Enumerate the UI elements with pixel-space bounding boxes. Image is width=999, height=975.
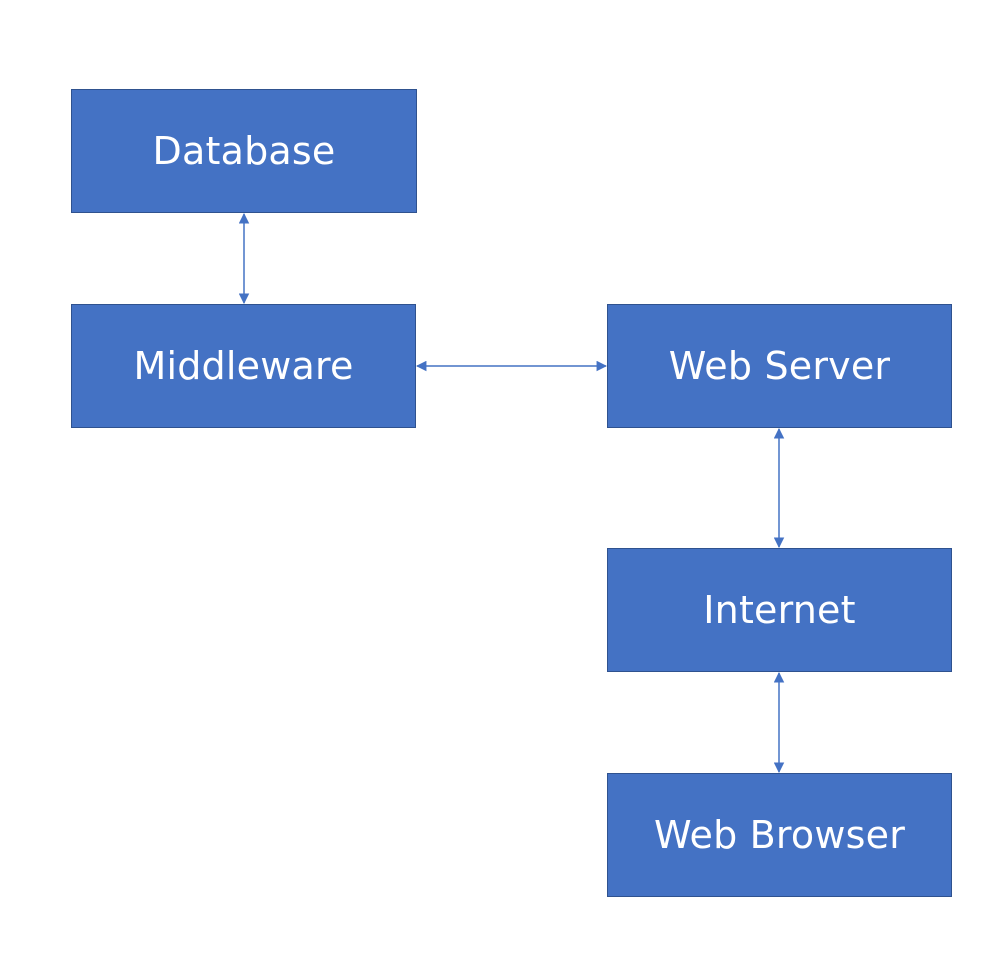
node-middleware: Middleware — [71, 304, 416, 428]
node-web-browser-label: Web Browser — [653, 813, 906, 857]
node-database-label: Database — [152, 129, 336, 173]
node-internet: Internet — [607, 548, 952, 672]
node-web-server: Web Server — [607, 304, 952, 428]
node-database: Database — [71, 89, 417, 213]
node-middleware-label: Middleware — [133, 344, 354, 388]
node-web-browser: Web Browser — [607, 773, 952, 897]
node-internet-label: Internet — [703, 588, 856, 632]
node-web-server-label: Web Server — [668, 344, 891, 388]
